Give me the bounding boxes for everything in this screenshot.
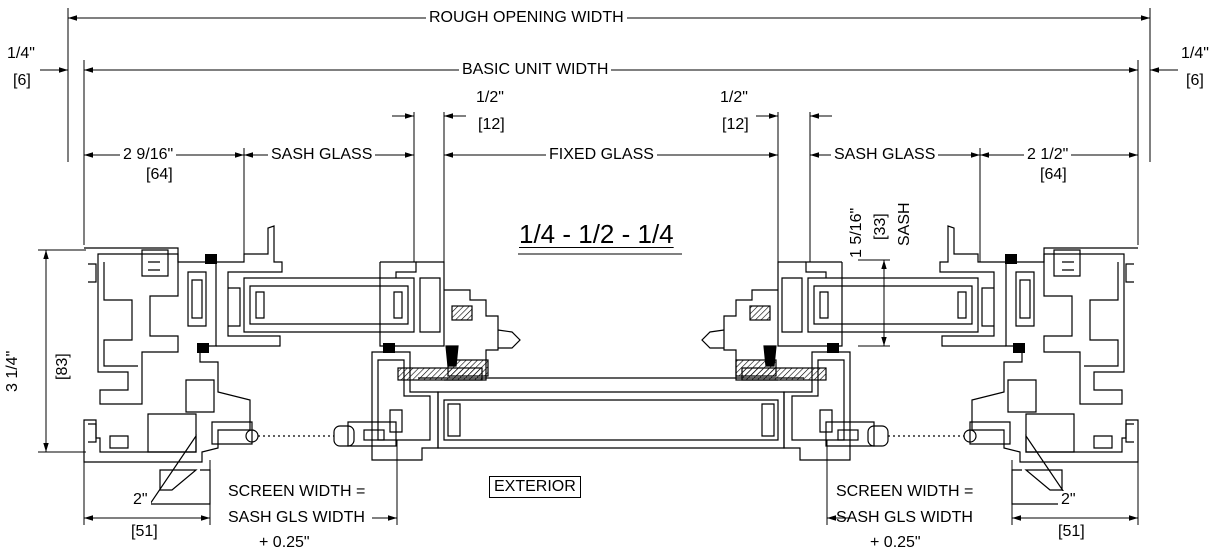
rough-opening-width-label: ROUGH OPENING WIDTH xyxy=(426,9,627,27)
right-half-mm-label: [12] xyxy=(722,116,749,133)
right-screen-width-line2: SASH GLS WIDTH xyxy=(836,509,973,526)
screen-frames xyxy=(211,421,1011,447)
right-sash-section xyxy=(777,225,1006,347)
basic-unit-width-label: BASIC UNIT WIDTH xyxy=(459,61,612,79)
left-seals xyxy=(197,254,395,353)
left-quarter-mm-label: [6] xyxy=(13,72,31,89)
right-screen-width-line3: + 0.25" xyxy=(870,534,921,551)
left-frame-section xyxy=(83,247,251,505)
left-frame-inch-label: 2 9/16" xyxy=(120,146,177,164)
right-frame-mm-label: [64] xyxy=(1040,166,1067,183)
right-quarter-mm-label: [6] xyxy=(1186,72,1204,89)
right-frame-section xyxy=(971,247,1139,505)
glass-spec-label: 1/4 - 1/2 - 1/4 xyxy=(519,219,674,249)
left-screen-width-line2: SASH GLS WIDTH xyxy=(228,509,365,526)
right-quarter-inch-label: 1/4" xyxy=(1181,45,1209,62)
frame-height-inch-label: 3 1/4" xyxy=(4,350,21,392)
left-screen-width-line3: + 0.25" xyxy=(259,534,310,551)
left-bottom-mm-label: [51] xyxy=(131,523,158,540)
left-sash-glass-label: SASH GLASS xyxy=(268,146,376,164)
right-screen-width-line1: SCREEN WIDTH = xyxy=(836,483,974,500)
left-frame-mm-label: [64] xyxy=(146,166,173,183)
dimension-lines xyxy=(40,15,1178,521)
right-frame-inch-label: 2 1/2" xyxy=(1024,146,1072,164)
frame-height-mm-label: [83] xyxy=(54,353,71,380)
sash-lock-hardware xyxy=(397,289,827,381)
exterior-label: EXTERIOR xyxy=(489,476,581,498)
left-half-inch-label: 1/2" xyxy=(476,89,504,106)
left-bottom-inch-label: 2" xyxy=(130,491,151,509)
fixed-glass-section xyxy=(371,351,851,461)
left-sash-section xyxy=(216,225,445,347)
right-bottom-mm-label: [51] xyxy=(1058,523,1085,540)
sash-word-label: SASH xyxy=(896,202,913,246)
left-half-mm-label: [12] xyxy=(478,116,505,133)
right-half-inch-label: 1/2" xyxy=(720,89,748,106)
left-quarter-inch-label: 1/4" xyxy=(7,45,35,62)
left-screen-width-line1: SCREEN WIDTH = xyxy=(228,483,366,500)
right-bottom-inch-label: 2" xyxy=(1058,491,1079,509)
sash-height-mm-label: [33] xyxy=(872,213,889,240)
right-seals xyxy=(827,254,1025,353)
fixed-glass-label: FIXED GLASS xyxy=(546,146,657,164)
right-sash-glass-label: SASH GLASS xyxy=(831,146,939,164)
sash-height-inch-label: 1 5/16" xyxy=(848,207,865,258)
